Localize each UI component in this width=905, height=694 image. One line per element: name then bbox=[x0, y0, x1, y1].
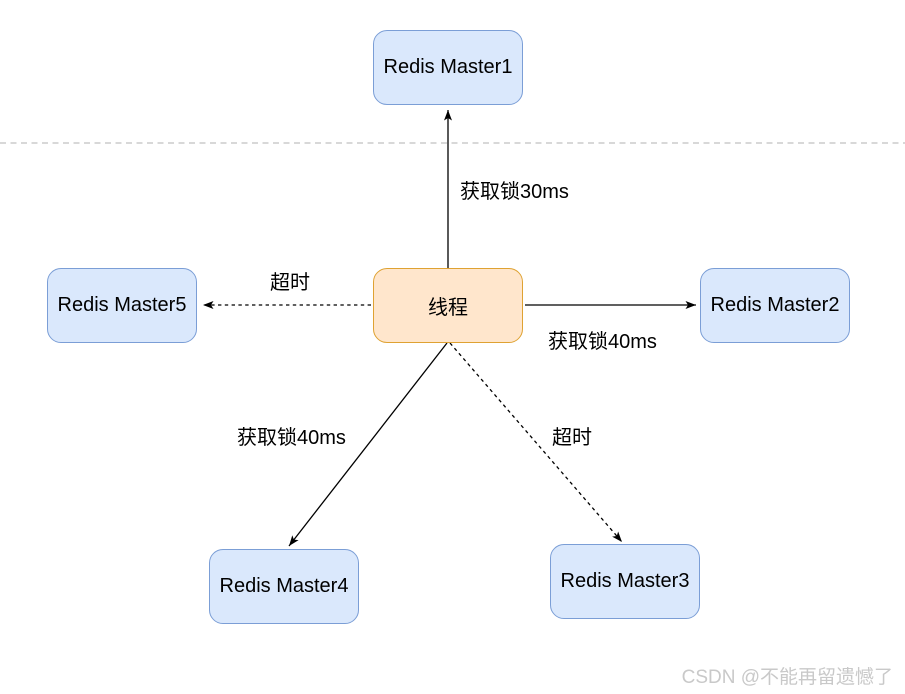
edge-label-acquire-lock-40ms-master4: 获取锁40ms bbox=[237, 427, 346, 449]
csdn-watermark: CSDN @不能再留遗憾了 bbox=[681, 667, 893, 688]
edge-thread-to-master3 bbox=[449, 342, 623, 543]
node-redis-master4: Redis Master4 bbox=[209, 549, 359, 624]
node-label: Redis Master2 bbox=[710, 294, 840, 316]
node-thread: 线程 bbox=[373, 268, 523, 343]
edge-thread-to-master4 bbox=[288, 342, 448, 547]
edge-label-acquire-lock-30ms: 获取锁30ms bbox=[460, 181, 569, 203]
edge-label-acquire-lock-40ms-master2: 获取锁40ms bbox=[548, 331, 657, 353]
node-redis-master5: Redis Master5 bbox=[47, 268, 197, 343]
edge-label-timeout-master3: 超时 bbox=[552, 427, 592, 449]
node-label: 线程 bbox=[428, 297, 468, 319]
node-label: Redis Master5 bbox=[57, 294, 187, 316]
node-redis-master1: Redis Master1 bbox=[373, 30, 523, 105]
node-label: Redis Master4 bbox=[219, 575, 349, 597]
edge-label-timeout-master5: 超时 bbox=[270, 272, 310, 294]
node-label: Redis Master3 bbox=[560, 570, 690, 592]
node-label: Redis Master1 bbox=[383, 56, 513, 78]
node-redis-master2: Redis Master2 bbox=[700, 268, 850, 343]
node-redis-master3: Redis Master3 bbox=[550, 544, 700, 619]
